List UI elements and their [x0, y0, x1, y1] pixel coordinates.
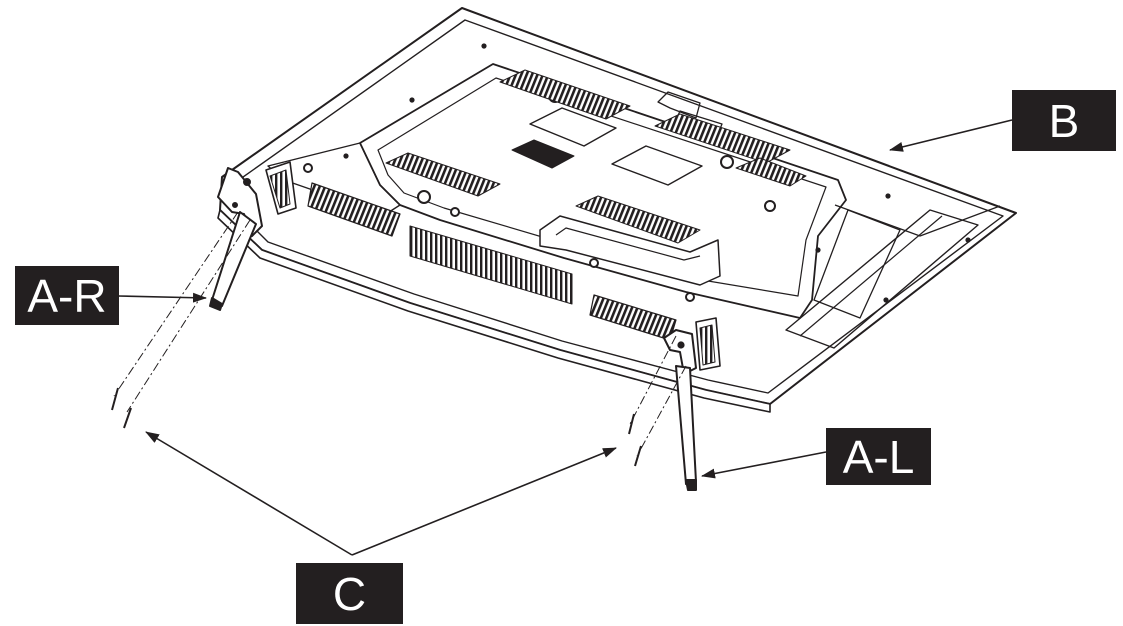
arrow-a-r	[117, 292, 207, 303]
arrow-c-left	[145, 431, 353, 556]
arrow-c-right	[351, 447, 617, 556]
label-c: C	[296, 563, 403, 624]
label-b: B	[1012, 90, 1116, 151]
screws-c	[111, 387, 642, 467]
arrow-a-l	[701, 451, 827, 479]
stand-a-r	[209, 167, 263, 311]
arrow-b	[889, 119, 1013, 152]
leader-arrows	[117, 119, 1013, 556]
tv-back-panel	[217, 7, 1017, 413]
label-a-r: A-R	[15, 266, 119, 325]
label-a-l: A-L	[826, 428, 931, 485]
stand-a-l	[663, 329, 697, 491]
alignment-lines	[113, 211, 687, 457]
